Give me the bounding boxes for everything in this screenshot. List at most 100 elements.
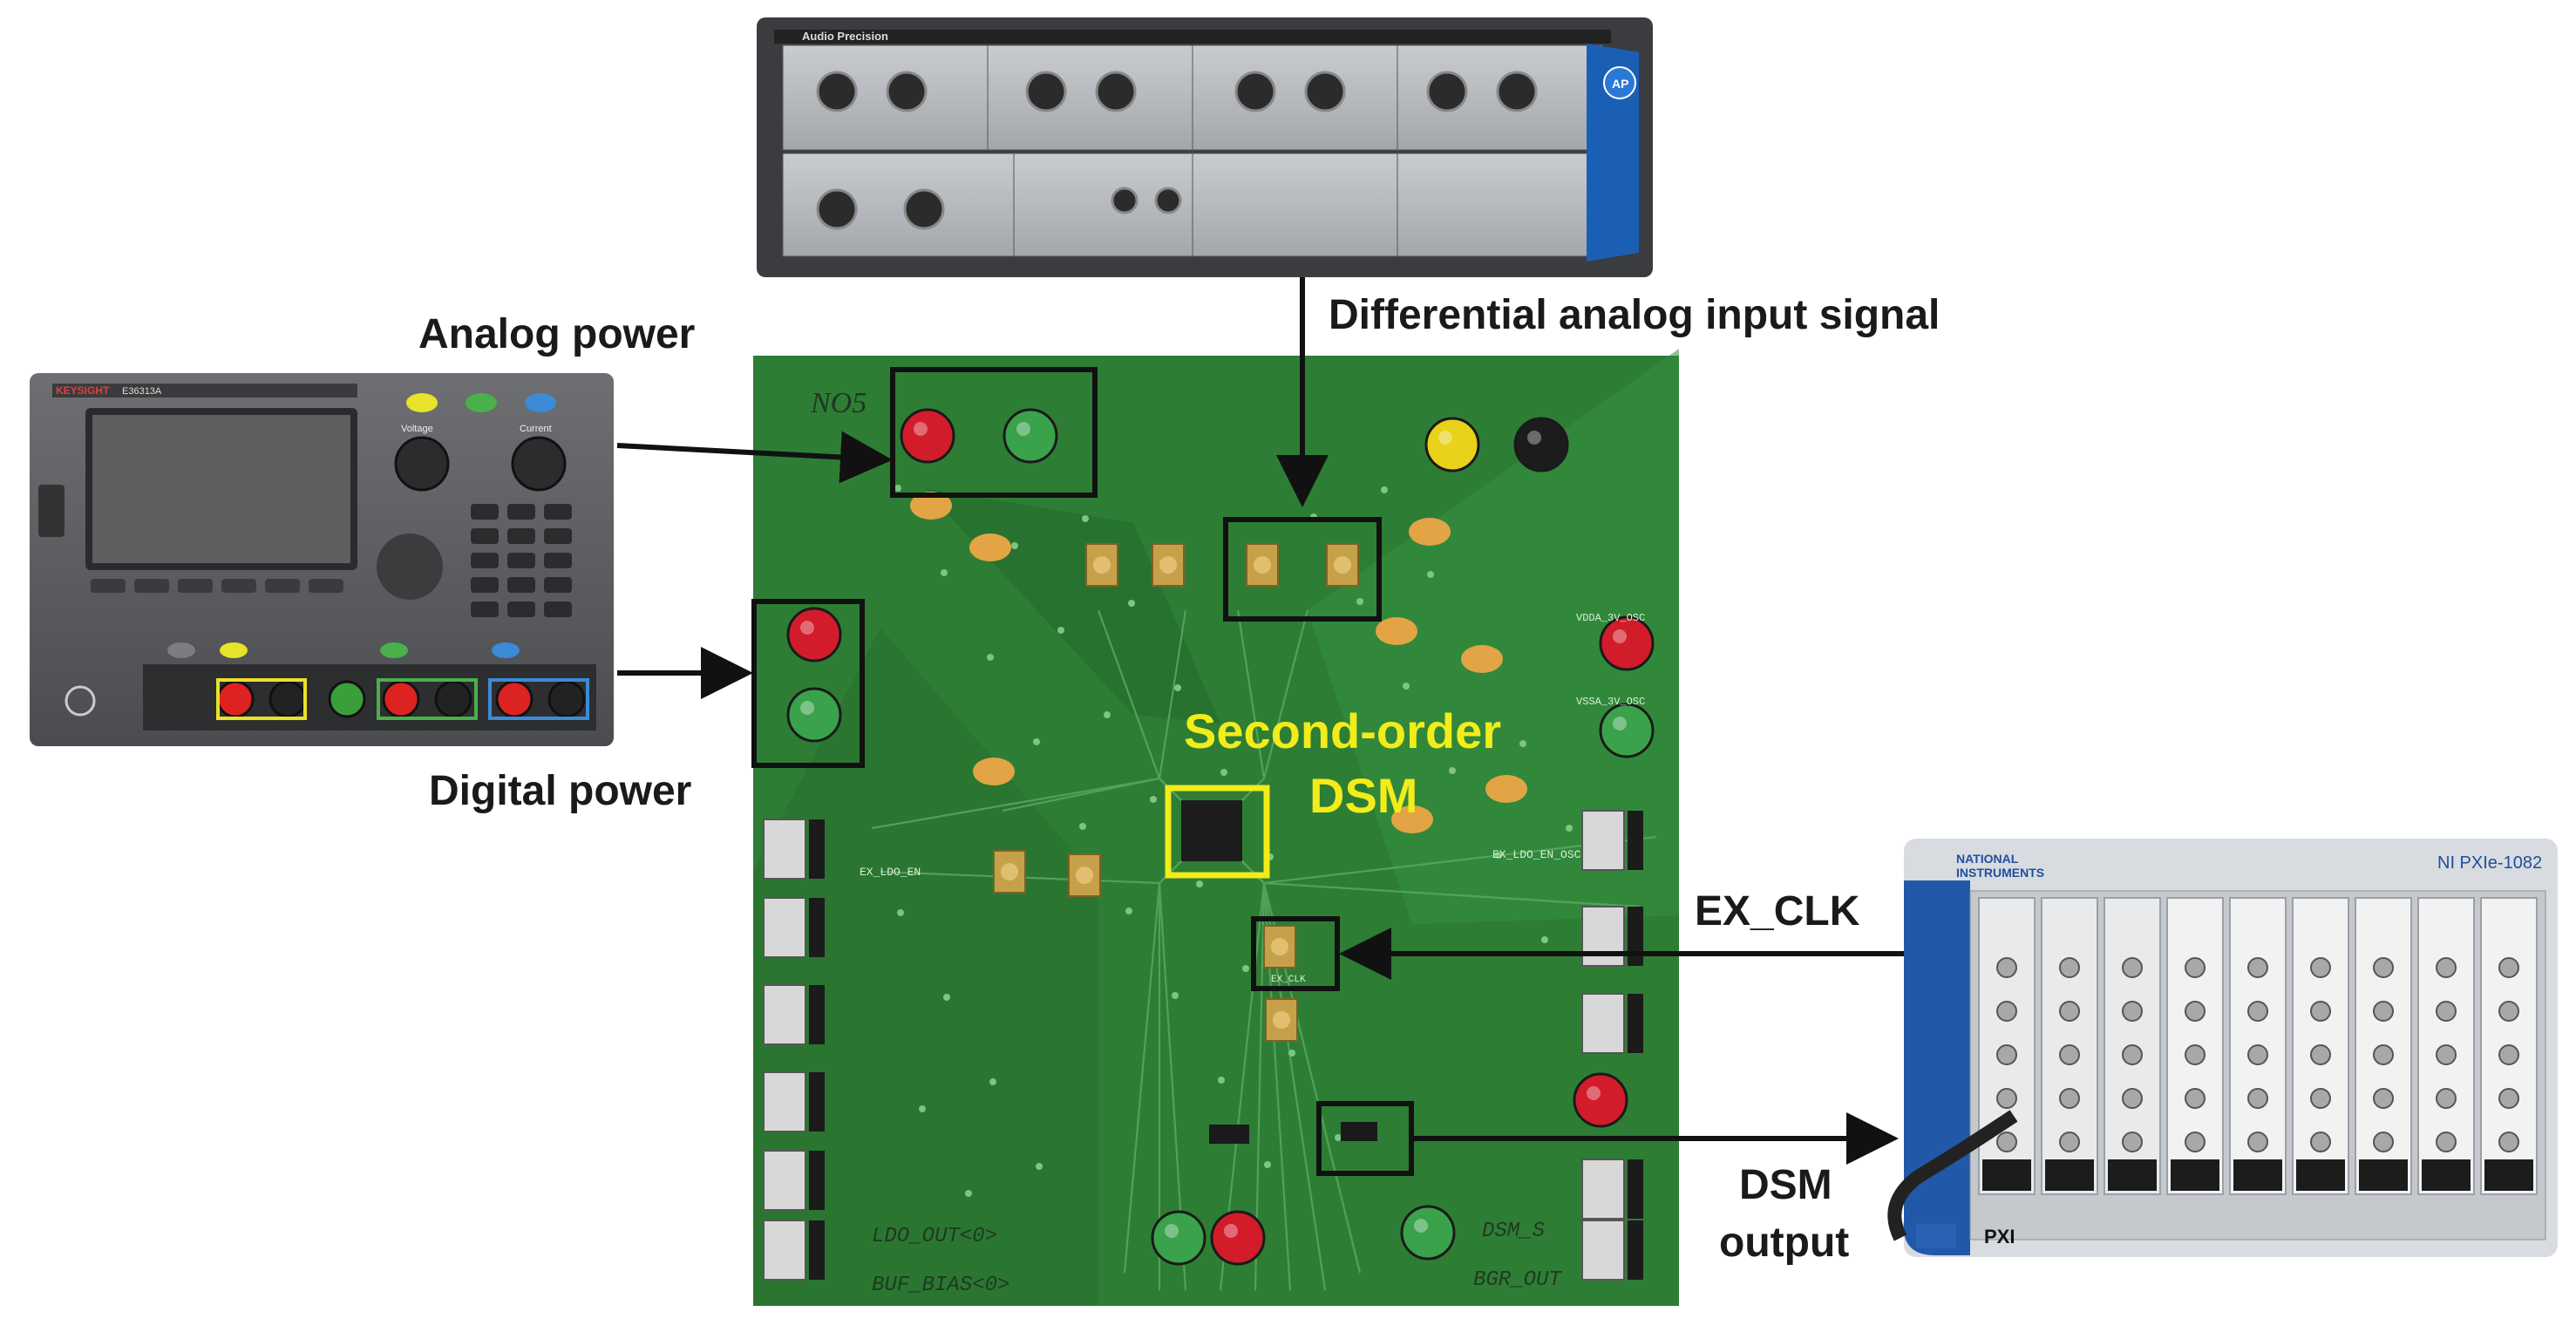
keypad-key xyxy=(471,553,499,568)
output-terminal xyxy=(434,680,472,718)
channel-frame xyxy=(377,678,478,720)
pxi-connector xyxy=(2436,1001,2457,1022)
sma-connector xyxy=(1085,543,1118,587)
pcb-via xyxy=(941,569,948,576)
pxi-connector xyxy=(2059,1132,2080,1152)
analyzer-jack xyxy=(903,188,945,230)
pxi-connector xyxy=(2498,1088,2519,1109)
pxi-connector xyxy=(2373,1132,2394,1152)
banana-highlight xyxy=(1224,1224,1238,1238)
pcb-via xyxy=(1449,767,1456,774)
connection-arrows xyxy=(616,277,1904,1165)
pxi-connector xyxy=(1996,1044,2017,1065)
pcb-via xyxy=(1057,627,1064,634)
pin-header-body xyxy=(809,985,825,1044)
pcb-via xyxy=(1128,600,1135,607)
banana-highlight xyxy=(914,422,928,436)
pxi-handle xyxy=(2484,1159,2533,1191)
pcb-via xyxy=(1242,965,1249,972)
label-differential-input: Differential analog input signal xyxy=(1329,292,1940,338)
pxi-connector xyxy=(1996,957,2017,978)
sma-center xyxy=(1159,556,1177,574)
pxi-brand-2: INSTRUMENTS xyxy=(1956,866,2044,880)
pxi-handle xyxy=(1982,1159,2031,1191)
pcb-via xyxy=(1011,542,1018,549)
pcb-via xyxy=(1082,515,1089,522)
pcb-via xyxy=(987,654,994,661)
pcb-silk-exclk: EX_CLK xyxy=(1271,975,1306,985)
soft-key xyxy=(309,579,343,593)
banana-post xyxy=(1599,615,1655,671)
keypad-key xyxy=(544,577,572,593)
pcb-via xyxy=(989,1078,996,1085)
banana-post xyxy=(786,687,842,743)
analyzer-jack xyxy=(1154,187,1182,214)
pin-header-body xyxy=(1628,811,1643,870)
pxi-brand-1: NATIONAL xyxy=(1956,852,2019,866)
keypad-key xyxy=(471,528,499,544)
pin-header xyxy=(1581,1159,1625,1220)
pcb-via xyxy=(1335,1134,1342,1141)
pcb-capacitor xyxy=(969,534,1011,561)
pxi-connector xyxy=(2310,1132,2331,1152)
channel-button xyxy=(466,393,497,412)
banana-post xyxy=(900,408,955,464)
soft-key xyxy=(221,579,256,593)
pxi-connector xyxy=(2122,1132,2143,1152)
pin-header-body xyxy=(809,898,825,957)
pcb-silk-ldo-out: LDO_OUT<0> xyxy=(872,1225,997,1248)
pcb-via xyxy=(1356,598,1363,605)
pxi-connector xyxy=(2310,1088,2331,1109)
pxi-connector xyxy=(2310,957,2331,978)
pxi-model: NI PXIe-1082 xyxy=(2437,853,2542,873)
banana-highlight xyxy=(1414,1219,1428,1233)
ps-knob-voltage: Voltage xyxy=(401,424,433,434)
pcb-via xyxy=(1427,571,1434,578)
pxi-connector xyxy=(2436,1088,2457,1109)
keypad-key xyxy=(507,504,535,520)
pcb-via xyxy=(943,994,950,1001)
analyzer-jack xyxy=(1234,71,1276,112)
banana-post xyxy=(1003,408,1058,464)
pcb-board: NO5 VDDA_3V_OSC VSSA_3V_OSC EX_LDO_EN EX… xyxy=(753,349,1679,1306)
sma-center xyxy=(1254,556,1271,574)
banana-post xyxy=(1210,1210,1266,1266)
box-chip xyxy=(1165,785,1270,879)
pcb-capacitor xyxy=(1461,645,1503,673)
box-ex-clk xyxy=(1251,916,1340,991)
soft-key xyxy=(265,579,300,593)
soft-key xyxy=(167,642,195,658)
pcb-capacitor xyxy=(1391,805,1433,833)
dsm-chip xyxy=(1181,800,1242,861)
pin-header-body xyxy=(1628,1220,1643,1280)
pin-header-body xyxy=(1628,1159,1643,1219)
pcb-silk-bgr: BGR_OUT xyxy=(1473,1268,1562,1292)
keypad-key xyxy=(544,504,572,520)
pcb-via xyxy=(894,485,901,492)
channel-button xyxy=(525,393,556,412)
ps-model: E36313A xyxy=(122,386,162,397)
analyzer-jack xyxy=(1496,71,1538,112)
pcb-via xyxy=(1104,711,1111,718)
channel-button xyxy=(406,393,438,412)
pcb-silk-vssa: VSSA_3V_OSC xyxy=(1576,696,1645,708)
pin-header xyxy=(1581,810,1625,871)
soft-key xyxy=(492,642,520,658)
pin-header xyxy=(763,1220,806,1281)
arrow-analog-power xyxy=(616,431,893,484)
banana-post xyxy=(1573,1072,1628,1128)
pxi-connector xyxy=(2122,957,2143,978)
pin-header-body xyxy=(1628,907,1643,966)
pcb-via xyxy=(1519,740,1526,747)
analyzer-jack xyxy=(816,71,858,112)
pcb-silk-vdda: VDDA_3V_OSC xyxy=(1576,612,1645,624)
pcb-via xyxy=(1220,769,1227,776)
highlight-boxes xyxy=(751,367,1414,1176)
banana-highlight xyxy=(1438,431,1452,445)
pcb-silk-dsm: DSM_S xyxy=(1482,1220,1545,1243)
label-analog-power: Analog power xyxy=(418,311,696,357)
keypad-key xyxy=(544,602,572,617)
pcb-silk-buf-bias: BUF_BIAS<0> xyxy=(872,1274,1009,1297)
banana-post xyxy=(1513,417,1569,472)
